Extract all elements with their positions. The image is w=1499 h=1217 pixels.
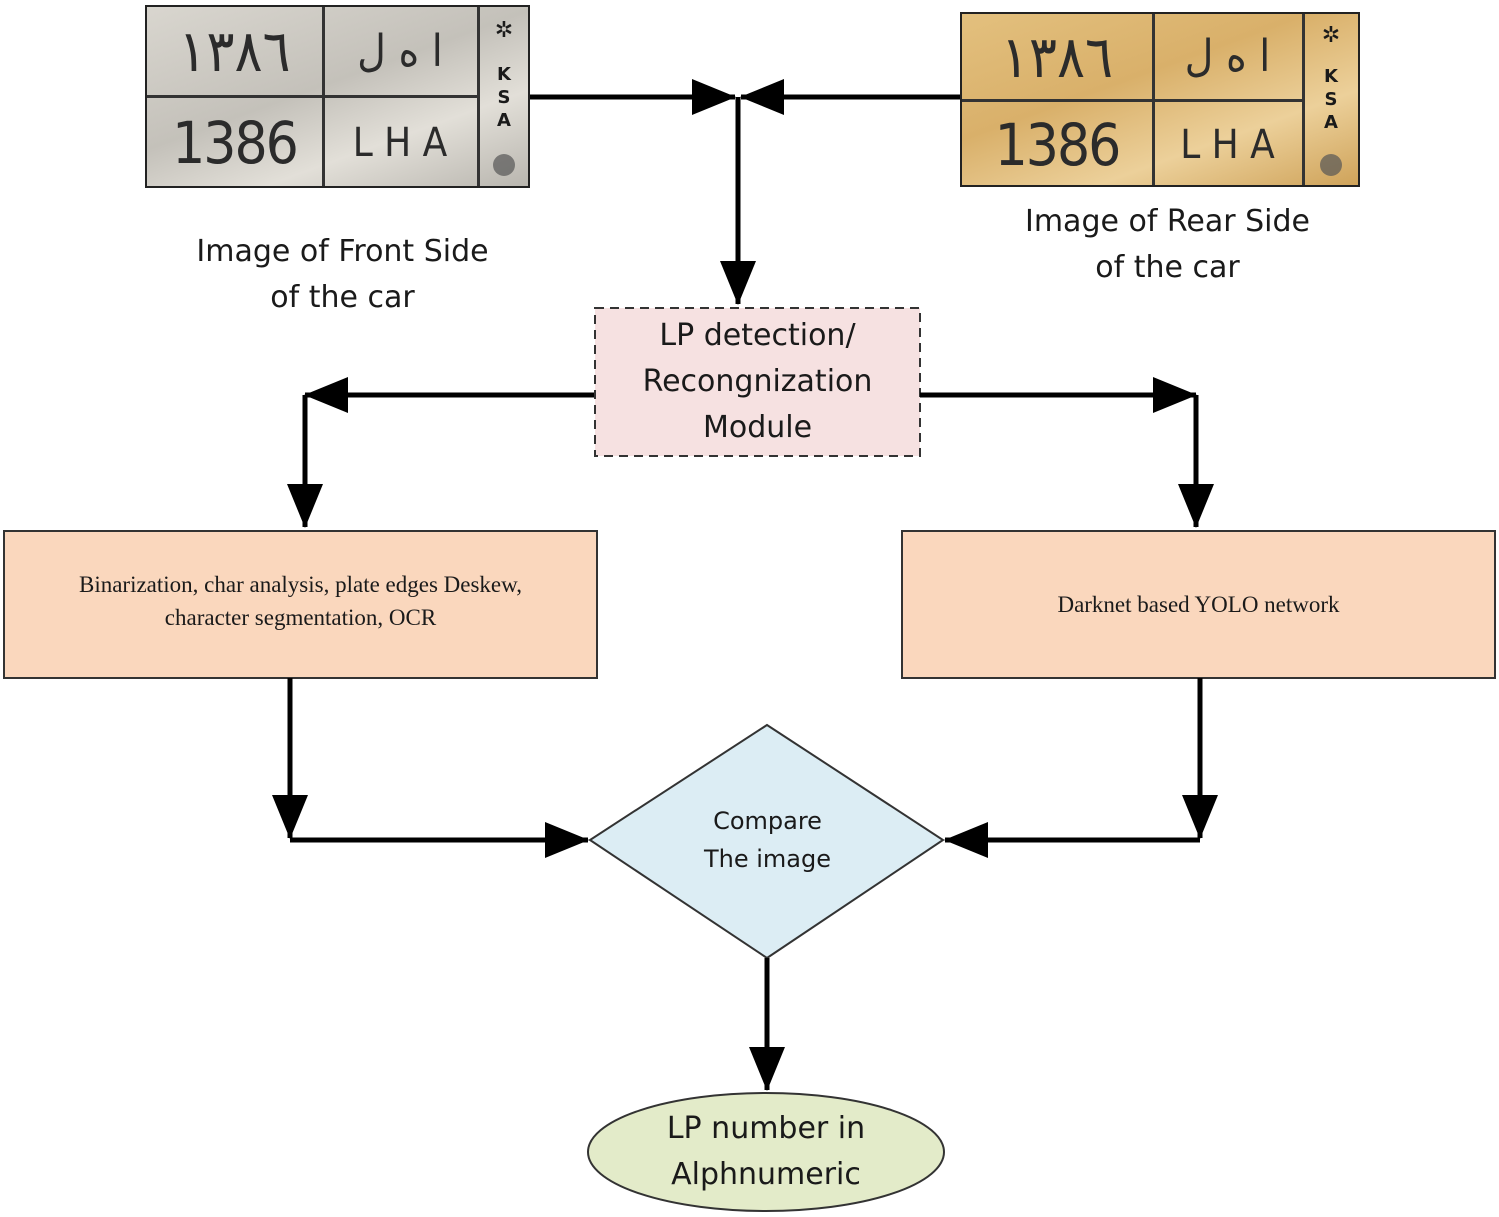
front-plate-letters: L H A [352, 120, 448, 166]
module-node [594, 307, 921, 457]
front-plate-divider-v [322, 7, 325, 186]
rear-plate-arabic-letters: ا ه ل [1184, 31, 1271, 82]
plate-badge-icon [1320, 153, 1342, 176]
rear-plate-arabic-digits: ١٣٨٦ [1000, 22, 1114, 91]
front-plate-image: ١٣٨٦ ا ه ل 1386 L H A ✲ KSA [145, 5, 530, 188]
emblem-icon: ✲ [494, 17, 514, 43]
front-caption-line-1: Image of Front Side [196, 234, 489, 269]
rear-plate-image: ١٣٨٦ ا ه ل 1386 L H A ✲ KSA [960, 12, 1360, 187]
front-plate-divider-h [147, 95, 477, 98]
rear-plate-divider-strip [1302, 14, 1305, 185]
output-label-line-2: Alphnumeric [671, 1157, 861, 1192]
left-process-label: Binarization, char analysis, plate edges… [4, 551, 597, 651]
module-label-line-3: Module [702, 410, 813, 445]
front-plate-arabic-digits: ١٣٨٦ [178, 17, 291, 85]
module-label-line-1: LP detection/ [659, 318, 856, 353]
output-label: LP number in Alphnumeric [588, 1100, 944, 1204]
rear-plate-country-strip: ✲ KSA [1305, 14, 1357, 185]
front-plate-country-strip: ✲ KSA [480, 7, 528, 186]
rear-caption: Image of Rear Side of the car [975, 199, 1360, 291]
front-plate-country: KSA [493, 63, 515, 133]
front-caption: Image of Front Side of the car [150, 229, 535, 321]
rear-plate-divider-h [962, 99, 1302, 102]
compare-label-line-1: Compare [713, 807, 822, 835]
output-label-line-1: LP number in [666, 1111, 866, 1146]
right-process-label: Darknet based YOLO network [1057, 591, 1340, 617]
module-label-line-2: Recongnization [642, 364, 873, 399]
left-process-node [3, 530, 598, 679]
rear-caption-line-2: of the car [1095, 250, 1240, 285]
front-plate-arabic-letters: ا ه ل [357, 25, 443, 77]
plate-badge-icon [493, 153, 515, 176]
module-label: LP detection/ Recongnization Module [595, 308, 920, 456]
compare-label: Compare The image [630, 798, 905, 882]
right-process-node [901, 530, 1496, 679]
left-process-line-2: character segmentation, OCR [164, 605, 437, 630]
rear-plate-country: KSA [1320, 66, 1342, 136]
front-plate-number: 1386 [172, 109, 299, 177]
compare-label-line-2: The image [703, 845, 832, 873]
front-caption-line-2: of the car [270, 280, 415, 315]
rear-plate-number: 1386 [994, 111, 1122, 179]
emblem-icon: ✲ [1321, 23, 1341, 49]
left-process-line-1: Binarization, char analysis, plate edges… [78, 572, 523, 597]
front-plate-divider-strip [477, 7, 480, 186]
output-node [587, 1092, 945, 1212]
rear-plate-letters: L H A [1180, 122, 1275, 168]
rear-caption-line-1: Image of Rear Side [1024, 204, 1311, 239]
rear-plate-divider-v [1152, 14, 1155, 185]
